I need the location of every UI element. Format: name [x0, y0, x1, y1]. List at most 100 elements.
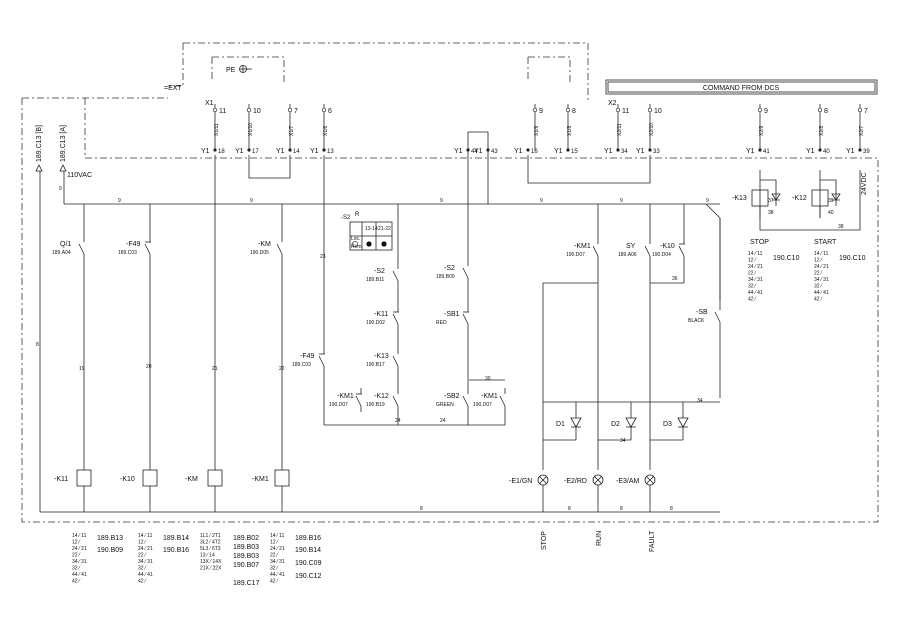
contact-tag: -F49 — [300, 353, 315, 360]
xref-ref: 189.B16 — [295, 535, 321, 542]
wire-number: 38 — [838, 224, 844, 230]
xref-ref: 189.B03 — [233, 553, 259, 560]
contact-tag: Q/1 — [60, 241, 71, 248]
xref-row: 44 ⁄ 41 — [138, 572, 153, 578]
wire-number: 9 — [706, 198, 709, 204]
earth-symbol — [239, 65, 252, 73]
contact: -KM1 190.D07 — [329, 388, 364, 412]
terminal-num: 8 — [824, 108, 828, 115]
y1-label: Y1 — [746, 148, 755, 155]
contact-ref: 190.B17 — [366, 362, 385, 368]
y1-num: 40 — [823, 149, 830, 155]
contact-ref: 189.A04 — [52, 250, 71, 256]
diode-lamp: D3-E3/AM — [616, 402, 689, 512]
wire-number: 8 — [568, 506, 571, 512]
contact-ref: 190.D07 — [329, 402, 348, 408]
wire-number: 19 — [79, 366, 85, 372]
wire-number: 40 — [828, 210, 834, 216]
contact-tag: -S2 — [374, 268, 385, 275]
selector-col1: 13-14 — [365, 226, 378, 232]
xref-row: 24 ⁄ 21 — [138, 546, 153, 552]
selector-r: R — [355, 212, 360, 218]
contact-ref: 190.D07 — [473, 402, 492, 408]
terminal-strip-label: X2 — [608, 100, 617, 107]
coil-tag: -KM1 — [252, 476, 269, 483]
xref-row: 3L2 ⁄ 4T2 — [200, 540, 221, 546]
xref-row: 44 ⁄ 41 — [270, 572, 285, 578]
cable-tag: X1/6 — [323, 125, 329, 136]
contact-tag: -KM — [258, 241, 271, 248]
xref-ref: 189.B03 — [233, 544, 259, 551]
contact-tag: -K12 — [374, 393, 389, 400]
diode-lamp: D2-E2/RD — [564, 402, 637, 512]
xref-row: 12 ⁄ — [270, 540, 279, 546]
xref-row: 42 ⁄ — [270, 579, 279, 585]
contact-tag: -KM1 — [337, 393, 354, 400]
contact-tag: SY — [626, 243, 636, 250]
wire-number: 34 — [697, 398, 703, 404]
y1-num: 13 — [327, 149, 334, 155]
contact-ref: BLACK — [688, 318, 705, 324]
lamp-tag: -E2/RD — [564, 478, 587, 485]
contact-ref: GREEN — [436, 402, 454, 408]
wire-number: 21 — [212, 366, 218, 372]
wire-number: 8 — [36, 342, 39, 348]
ref-189-c13-a: 189.C13 [A] — [60, 125, 67, 162]
terminal-num: 11 — [622, 108, 629, 115]
terminal-strip: 11X1X1/1110X1/107X1/76X1/69X1/98X1/811X2… — [205, 100, 868, 150]
y1-label: Y1 — [636, 148, 645, 155]
xref-row: 42 ⁄ — [138, 579, 147, 585]
contact-ref: 189.B11 — [366, 277, 384, 283]
cable-tag: X1/9 — [534, 125, 540, 136]
xref-ref: 190.C10 — [773, 255, 800, 262]
cable-tag: X2/11 — [617, 123, 623, 136]
label-fault: FAULT — [649, 530, 656, 552]
relay-label-start: START — [814, 239, 837, 246]
pe-label: PE — [226, 67, 236, 74]
upper-loops — [248, 131, 651, 204]
wire-number: 37 — [768, 198, 774, 204]
contact-ref: RED — [436, 320, 447, 326]
rails — [39, 170, 821, 513]
relay-k13-tag: -K13 — [732, 195, 747, 202]
selector-col2: 21-22 — [378, 226, 391, 232]
terminal-num: 9 — [764, 108, 768, 115]
wire-number: 9 — [59, 186, 62, 192]
xref-ref: 190.B14 — [295, 547, 321, 554]
supply-voltage: 110VAC — [67, 172, 92, 179]
wire-number: 39 — [828, 198, 834, 204]
contact-tag: -K10 — [660, 243, 675, 250]
xref-row: 22 ⁄ — [748, 271, 757, 277]
coil-tag: -K11 — [54, 476, 68, 483]
contact-tag: -K13 — [374, 353, 389, 360]
bottom-labels: STOP RUN FAULT — [541, 530, 656, 552]
lamp-tag: -E3/AM — [616, 478, 640, 485]
y1-label: Y1 — [806, 148, 815, 155]
wire-number: 30 — [485, 376, 491, 382]
cable-tag: X1/10 — [248, 123, 254, 136]
selector-tag: -S2 — [341, 215, 351, 221]
selector-loc: Loc. — [351, 236, 360, 242]
xref-row: 22 ⁄ — [270, 553, 279, 559]
xref-row: 14 ⁄ 11 — [270, 533, 285, 539]
contact: Q/1 189.A04 — [52, 236, 87, 260]
contact: -K13 190.B17 — [366, 348, 401, 372]
xref-row: 1L1 ⁄ 2T1 — [200, 533, 221, 539]
selector-switch: Loc. Rem -S2 R 13-14 21-22 — [341, 212, 393, 251]
relay-coil: -KM1 — [252, 469, 290, 512]
wire-number: 34 — [620, 438, 626, 444]
xref-row: 22 ⁄ — [814, 271, 823, 277]
cable-tag: X2/9 — [759, 125, 765, 136]
xref-row: 12 ⁄ — [72, 540, 81, 546]
xref-ref: 190.C10 — [839, 255, 866, 262]
contact-tag: -S2 — [444, 265, 455, 272]
wire-number: 9 — [250, 198, 253, 204]
cable-tag: X1/11 — [214, 123, 220, 136]
cable-tag: X1/7 — [289, 125, 295, 136]
contact-tag: -KM1 — [481, 393, 498, 400]
